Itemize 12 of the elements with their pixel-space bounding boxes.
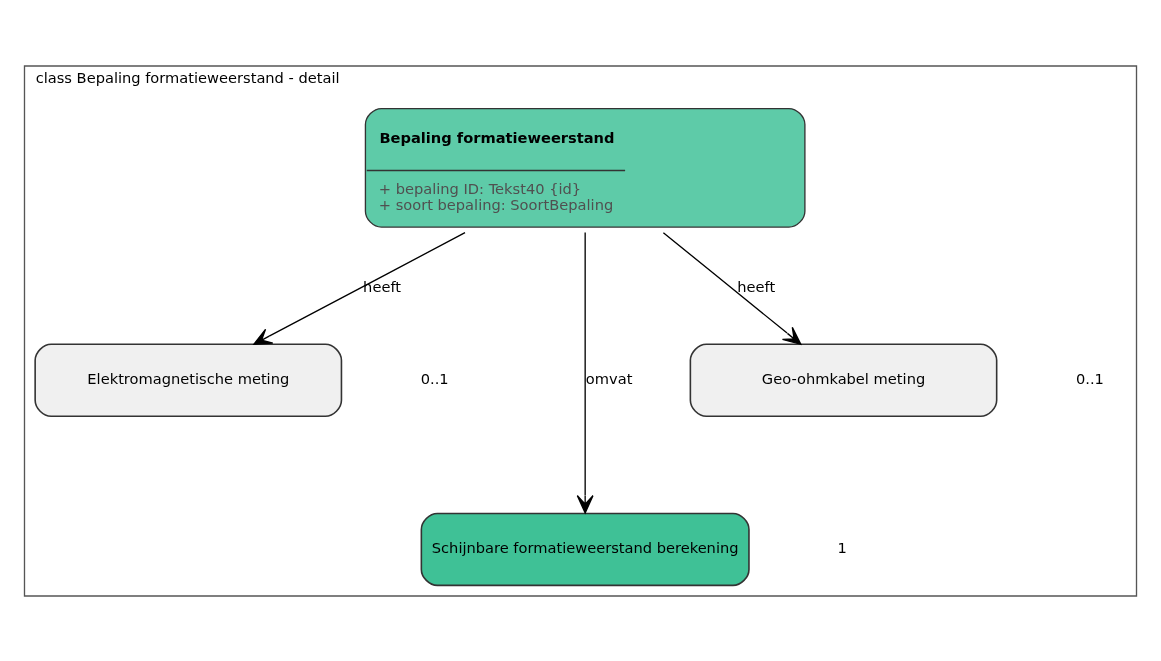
node-box: Geo-ohmkabel meting [689,343,998,417]
edge-label: omvat [585,369,633,387]
label: 0..1 [1075,369,1104,387]
arrow [253,231,466,345]
label: 1 [837,538,847,556]
node-box: Schijnbare formatieweerstand berekening [420,512,750,586]
node-box: Elektromagnetische meting [34,343,343,417]
edge-label: heeft [363,277,402,295]
arrow [662,231,802,345]
arrow [576,231,594,514]
edge-label: heeft [737,277,776,295]
label: 0..1 [420,369,449,387]
